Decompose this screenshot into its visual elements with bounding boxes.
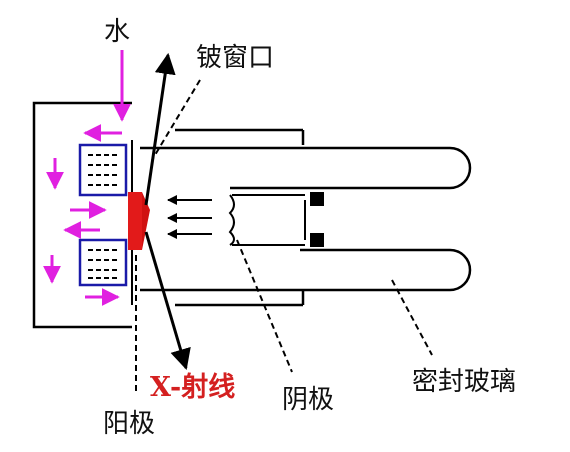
cooling-box-bottom <box>78 238 128 287</box>
electron-beam-arrows <box>167 195 212 239</box>
tube-envelope <box>140 128 472 307</box>
water-flow-arrows <box>43 50 131 306</box>
beryllium-window-label: 铍窗口 <box>196 43 274 73</box>
x-ray-beam-up <box>144 52 176 206</box>
target-face <box>142 192 150 250</box>
cathode-assembly <box>228 192 324 247</box>
x-ray-beam-down <box>144 231 191 371</box>
cooling-box-top <box>78 143 128 197</box>
cathode-label: 阴极 <box>282 385 334 415</box>
water-label: 水 <box>104 17 130 47</box>
coolant-marks <box>88 154 120 279</box>
anode-label: 阳极 <box>103 409 155 439</box>
anode-holder <box>32 101 132 329</box>
leader-lines <box>135 79 433 395</box>
x-ray-label: X-射线 <box>150 372 235 403</box>
anode-target <box>128 192 142 250</box>
sealed-glass-label: 密封玻璃 <box>412 367 516 397</box>
